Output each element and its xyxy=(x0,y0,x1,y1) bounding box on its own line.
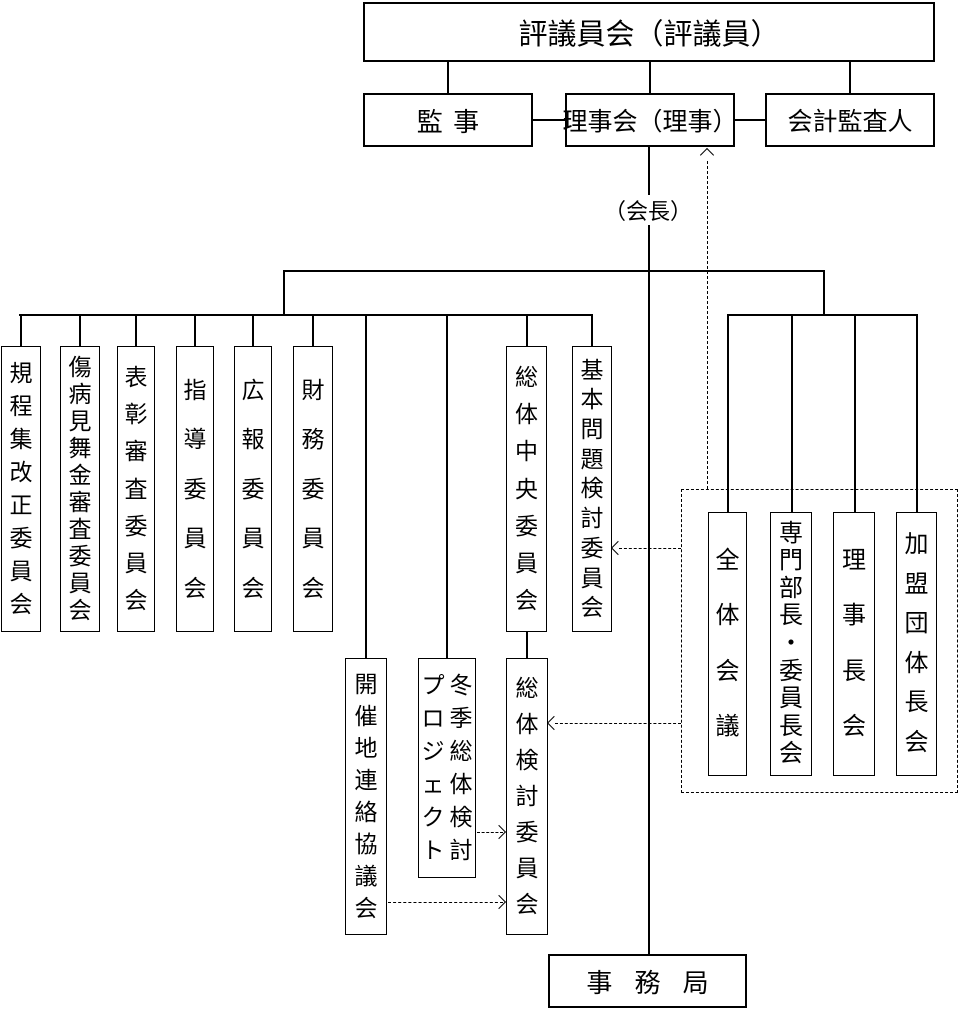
connector-drop-shobyo xyxy=(79,314,81,346)
chairman-label: （会長） xyxy=(598,195,698,225)
vertical-text-column: 規程集改正委員会 xyxy=(9,360,33,617)
committee-guidance: 指導委員会 xyxy=(176,346,214,632)
group-directors-chairs: 理事長会 xyxy=(833,512,875,776)
dashed-connector-advisory-to-board xyxy=(707,161,708,489)
vertical-text-column: 広報委員会 xyxy=(241,376,265,601)
arrowhead-up-to-board xyxy=(699,147,715,163)
connector-drop-zentai xyxy=(727,314,729,512)
node-board-of-directors: 理事会（理事） xyxy=(562,93,738,147)
connector-upper-left-drop xyxy=(283,270,285,315)
connector-council-auditors xyxy=(447,62,449,93)
committee-sotai-central: 総体中央委員会 xyxy=(506,346,547,632)
node-board-of-councilors-label: 評議員会（評議員） xyxy=(518,19,780,51)
dashed-connector-kaisaichi-to-sotaikento xyxy=(388,902,503,903)
connector-advisory-bus xyxy=(727,314,917,316)
connector-drop-senmon xyxy=(791,314,793,512)
dashed-connector-winter-to-sotaikento xyxy=(477,832,503,833)
node-secretariat: 事務局 xyxy=(548,954,747,1008)
connector-board-secretariat-spine xyxy=(648,147,650,954)
vertical-text-column: 傷病見舞金審査委員会 xyxy=(68,354,92,623)
committee-sotai-study: 総体検討委員会 xyxy=(506,658,548,935)
vertical-text-column: 財務委員会 xyxy=(301,376,325,601)
group-member-organization-heads: 加盟団体長会 xyxy=(896,512,937,776)
node-accounting-auditor-label: 会計監査人 xyxy=(787,108,913,136)
connector-drop-kitei xyxy=(20,314,22,346)
vertical-text-column: 理事長会 xyxy=(842,547,866,740)
node-auditors-label: 監事 xyxy=(416,106,490,137)
connector-drop-kamei xyxy=(916,314,918,512)
connector-board-acct-auditor xyxy=(735,119,765,121)
project-winter-sotai-study: 冬季総体検討プロジェクト xyxy=(418,658,476,878)
vertical-text-column: 開催地連絡協議会 xyxy=(354,671,378,921)
connector-upper-branch xyxy=(283,270,824,272)
vertical-text-column: 専門部長・委員長会 xyxy=(779,519,803,768)
vertical-text-column: 基本問題検討委員会 xyxy=(580,356,604,621)
committee-commendation-review: 表彰審査委員会 xyxy=(117,346,155,632)
connector-sotaichuo-sotaikento xyxy=(526,632,528,658)
connector-drop-sotaichuo xyxy=(526,314,528,346)
arrowhead-left-to-sotaikento xyxy=(546,715,562,731)
group-division-and-committee-chairs: 専門部長・委員長会 xyxy=(770,512,812,776)
node-board-of-councilors: 評議員会（評議員） xyxy=(363,2,935,62)
vertical-text-column: 全体会議 xyxy=(715,547,740,740)
vertical-text-column: 指導委員会 xyxy=(183,376,207,601)
council-host-site-liaison: 開催地連絡協議会 xyxy=(345,658,387,935)
committee-regulations-revision: 規程集改正委員会 xyxy=(1,346,41,632)
node-board-of-directors-label: 理事会（理事） xyxy=(562,108,738,136)
committee-injury-condolence-review: 傷病見舞金審査委員会 xyxy=(60,346,100,632)
connector-drop-koho xyxy=(252,314,254,346)
connector-council-board xyxy=(649,62,651,93)
connector-drop-hyosho xyxy=(135,314,137,346)
advisory-group-frame xyxy=(681,489,958,793)
node-secretariat-label: 事務局 xyxy=(586,967,731,998)
connector-auditors-board xyxy=(533,119,565,121)
connector-drop-rijicho xyxy=(854,314,856,512)
connector-committee-bus xyxy=(19,314,593,316)
arrowhead-right-kaisaichi xyxy=(491,894,507,910)
connector-drop-kihon xyxy=(591,314,593,346)
connector-drop-kaisaichi xyxy=(365,314,367,658)
vertical-text-column: 総体検討委員会 xyxy=(515,675,539,917)
vertical-text-column: 総体中央委員会 xyxy=(515,364,538,613)
arrowhead-left-to-kihon xyxy=(610,540,626,556)
connector-drop-winter-project xyxy=(446,314,448,658)
dashed-connector-advisory-to-sotaikento xyxy=(555,723,681,724)
connector-upper-right-drop xyxy=(823,270,825,315)
vertical-text-column: 冬季総体検討 xyxy=(449,672,473,863)
committee-finance: 財務委員会 xyxy=(293,346,333,632)
connector-drop-zaimu xyxy=(312,314,314,346)
node-accounting-auditor: 会計監査人 xyxy=(765,93,935,147)
dashed-connector-advisory-to-kihon xyxy=(619,548,681,549)
committee-public-relations: 広報委員会 xyxy=(234,346,272,632)
connector-drop-shido xyxy=(194,314,196,346)
node-auditors: 監事 xyxy=(363,93,533,147)
vertical-text-column: 加盟団体長会 xyxy=(904,531,929,756)
committee-fundamental-issues-study: 基本問題検討委員会 xyxy=(572,346,612,632)
vertical-text-column: 表彰審査委員会 xyxy=(124,364,148,613)
arrowhead-right-winter xyxy=(491,824,507,840)
connector-council-acct-auditor xyxy=(849,62,851,93)
vertical-text-column: プロジェクト xyxy=(421,672,445,863)
group-plenary-meeting: 全体会議 xyxy=(708,512,747,776)
